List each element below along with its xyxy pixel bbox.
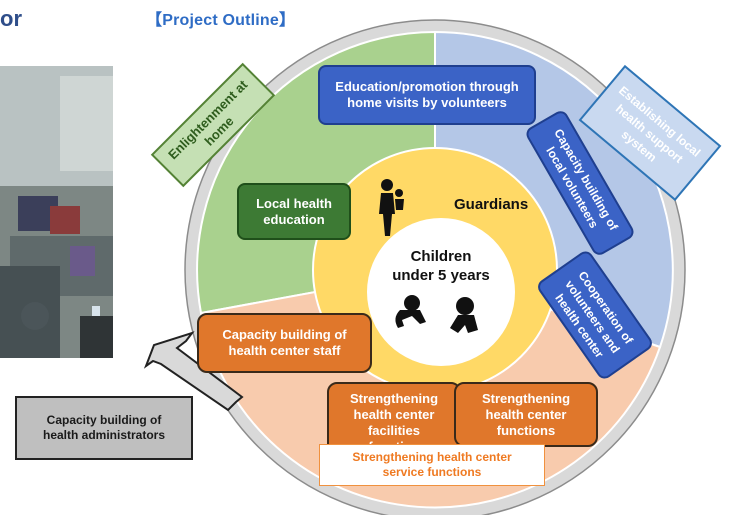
local-health-education-box: Local health education <box>237 183 351 240</box>
capacity-health-administrators-box: Capacity building of health administrato… <box>15 396 193 460</box>
crawling-baby-icon <box>395 295 426 328</box>
heading-fragment: or <box>0 6 22 31</box>
sitting-baby-icon <box>450 297 478 333</box>
guardians-label: Guardians <box>454 196 528 213</box>
guardian-icon <box>379 179 404 236</box>
strengthening-functions-box: Strengthening health center functions <box>454 382 598 447</box>
capacity-health-center-staff-box: Capacity building of health center staff <box>197 313 372 373</box>
training-photo <box>0 66 113 358</box>
children-line-2: under 5 years <box>392 267 490 284</box>
children-line-1: Children <box>411 248 472 265</box>
project-outline-title: 【Project Outline】 <box>146 12 296 29</box>
local-health-support-label: Establishing local health support system <box>578 64 722 202</box>
education-promotion-box: Education/promotion through home visits … <box>318 65 536 125</box>
service-functions-box: Strengthening health center service func… <box>319 444 545 486</box>
children-circle <box>367 218 515 366</box>
